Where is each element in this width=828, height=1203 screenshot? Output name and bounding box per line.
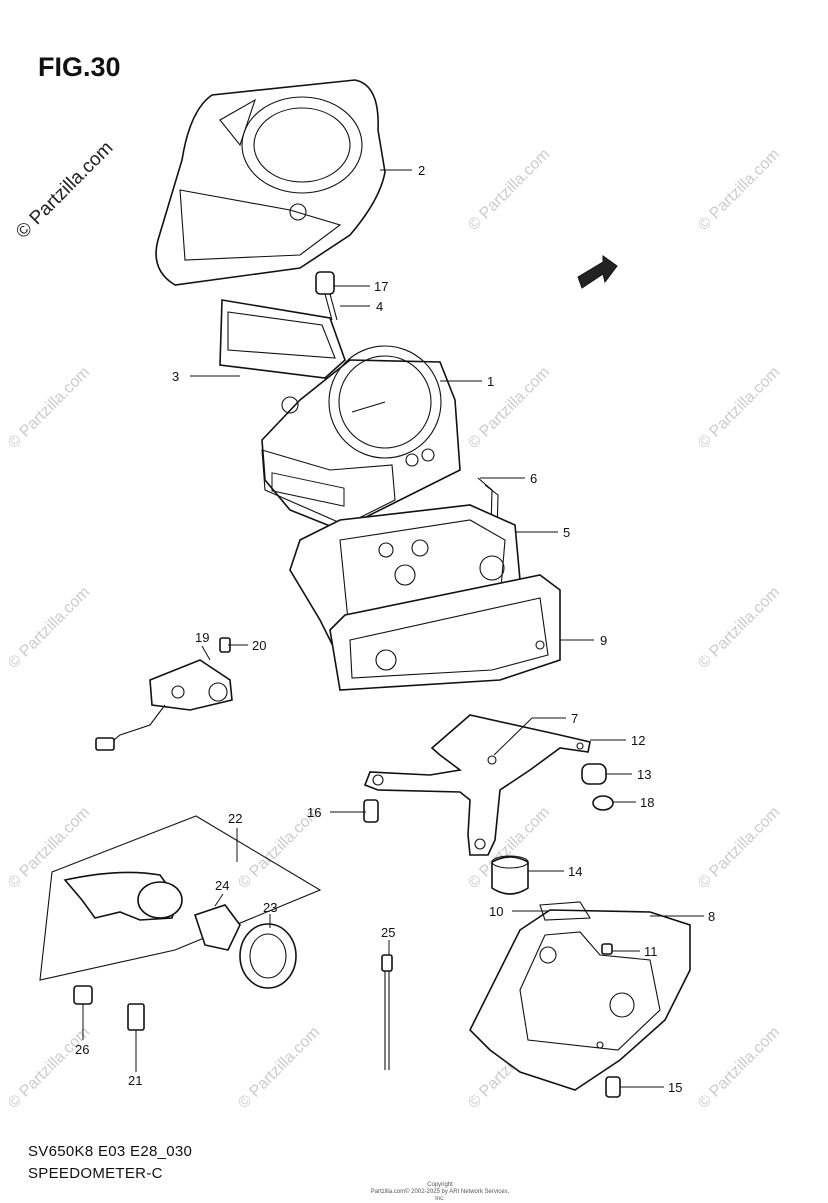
callout-10: 10: [489, 904, 503, 919]
callout-24: 24: [215, 878, 229, 893]
callout-1: 1: [487, 374, 494, 389]
mounting-bracket-part: [363, 714, 591, 856]
callout-17: 17: [374, 279, 388, 294]
callout-2: 2: [418, 163, 425, 178]
footer-name: SPEEDOMETER-C: [28, 1165, 163, 1182]
callout-4: 4: [376, 299, 383, 314]
callout-6: 6: [530, 471, 537, 486]
callout-5: 5: [563, 525, 570, 540]
callout-8: 8: [708, 909, 715, 924]
front-arrow-icon: [577, 255, 618, 289]
bolt-part: [363, 799, 379, 823]
callout-19: 19: [195, 630, 209, 645]
screw-part: [601, 943, 621, 1098]
callout-18: 18: [640, 795, 654, 810]
callout-16: 16: [307, 805, 321, 820]
sensor-part: [95, 637, 233, 751]
tie-strap-part: [381, 954, 393, 1070]
switch-set-part: [39, 815, 322, 989]
footer-code: SV650K8 E03 E28_030: [28, 1143, 193, 1160]
callout-25: 25: [381, 925, 395, 940]
callout-13: 13: [637, 767, 651, 782]
callout-leaders: [82, 169, 704, 1088]
grommet-part: [491, 763, 614, 895]
copyright-line1: Copyright: [427, 1182, 453, 1188]
callout-23: 23: [263, 900, 277, 915]
callout-26: 26: [75, 1042, 89, 1057]
cushion-part: [315, 271, 338, 321]
callout-20: 20: [252, 638, 266, 653]
hardware-part: [73, 985, 145, 1031]
callout-7: 7: [571, 711, 578, 726]
callout-21: 21: [128, 1073, 142, 1088]
callout-11: 11: [644, 944, 658, 959]
callout-22: 22: [228, 811, 242, 826]
lower-cover-part: [469, 901, 691, 1091]
meter-cover-part: [155, 79, 386, 286]
callout-9: 9: [600, 633, 607, 648]
figure-title: FIG.30: [38, 52, 121, 82]
copyright-line2: Partzilla.com© 2002-2025 by ARI Network …: [370, 1189, 510, 1202]
callout-3: 3: [172, 369, 179, 384]
speedometer-assembly-part: [261, 345, 461, 531]
copyright: Copyright Partzilla.com© 2002-2025 by AR…: [370, 1182, 510, 1203]
lens-panel-part: [219, 299, 346, 379]
callout-12: 12: [631, 733, 645, 748]
lower-case-part: [329, 574, 561, 691]
callout-15: 15: [668, 1080, 682, 1095]
callout-14: 14: [568, 864, 582, 879]
